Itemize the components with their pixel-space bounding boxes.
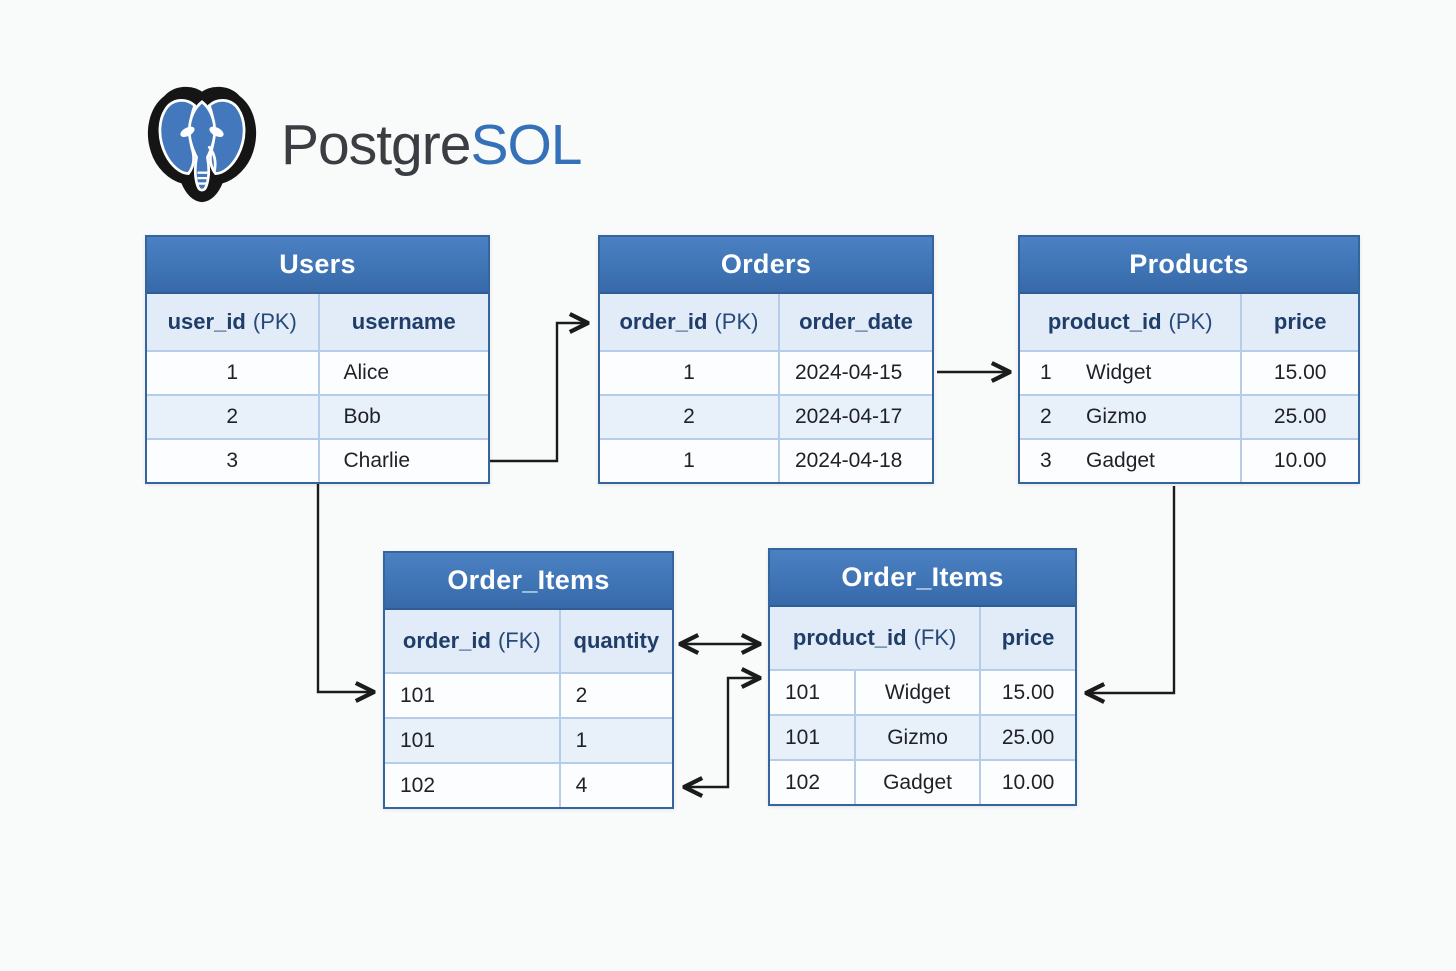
table-row: 2 2024-04-17 [600,394,932,438]
column-header-quantity: quantity [558,610,672,672]
table-cell: 10.00 [1240,440,1358,482]
connector-order-items-row-link [686,678,758,787]
postgresql-elephant-logo-icon [147,86,257,203]
table-cell: 2024-04-18 [777,440,932,482]
table-cell: 1 [683,361,695,384]
table-row: 1 2024-04-18 [600,438,932,482]
table-cell: 15.00 [1240,352,1358,394]
column-header-order-id-fk: order_id(FK) [402,628,541,653]
column-header-row: product_id(FK) price [770,607,1075,669]
table-cell: 25.00 [979,716,1075,759]
table-order-items-left: Order_Items order_id(FK) quantity 101 2 … [383,551,674,809]
table-cell: 25.00 [1240,396,1358,438]
table-cell: 101 [785,725,821,749]
table-orders: Orders order_id(PK) order_date 1 2024-04… [598,235,934,484]
logo-text-accent: SOL [470,113,582,177]
table-row: 1 2024-04-15 [600,350,932,394]
table-row: 101 Widget 15.00 [770,669,1075,714]
connector-products-to-order-items [1088,486,1176,693]
connector-users-to-order-items [316,484,372,692]
table-cell: 101 [400,683,436,707]
table-title: Products [1020,237,1358,294]
column-header-price: price [1240,294,1358,350]
table-cell: 1 [226,361,239,384]
column-header-row: order_id(PK) order_date [600,294,932,350]
column-header-user-id: user_id(PK) [167,309,297,334]
column-header-product-id-fk: product_id(FK) [792,625,957,650]
column-header-order-date: order_date [777,294,932,350]
table-title: Users [147,237,488,294]
table-row: 2 Bob [147,394,488,438]
table-cell: 101 [400,728,436,752]
table-row: 101 2 [385,672,672,717]
table-cell: Alice [317,352,489,394]
table-cell: Widget [853,671,979,714]
table-cell: 2 [683,405,695,428]
postgresql-logo: PostgreSOL [143,83,583,207]
table-cell: 2 [226,405,239,428]
logo-text-primary: Postgre [281,113,471,177]
table-cell: 1 [558,719,672,762]
table-cell: 102 [785,770,821,794]
table-cell: 101 [785,680,821,704]
table-row: 102 4 [385,762,672,807]
logo-wordmark: PostgreSOL [281,112,583,178]
table-title: Orders [600,237,932,294]
table-title: Order_Items [385,553,672,610]
column-header-row: user_id(PK) username [147,294,488,350]
column-header-username: username [317,294,489,350]
table-cell: Gadget [853,761,979,804]
connector-users-to-orders [490,323,586,463]
table-users: Users user_id(PK) username 1 Alice 2 Bob… [145,235,490,484]
table-cell: Gizmo [853,716,979,759]
table-title: Order_Items [770,550,1075,607]
table-cell: Bob [317,396,489,438]
column-header-order-id: order_id(PK) [619,309,759,334]
table-cell: 4 [558,764,672,807]
table-cell: 15.00 [979,671,1075,714]
table-row: 101 Gizmo 25.00 [770,714,1075,759]
column-header-price: price [979,607,1075,669]
column-header-row: product_id(PK) price [1020,294,1358,350]
table-cell: 2 [558,674,672,717]
table-order-items-right: Order_Items product_id(FK) price 101 Wid… [768,548,1077,806]
column-header-row: order_id(FK) quantity [385,610,672,672]
table-cell: 10.00 [979,761,1075,804]
table-cell: 102 [400,773,436,797]
table-row: 102 Gadget 10.00 [770,759,1075,804]
table-row: 3 Charlie [147,438,488,482]
table-row: 101 1 [385,717,672,762]
table-cell: Charlie [317,440,489,482]
table-cell: 3 [226,449,239,472]
table-row: 1 Alice [147,350,488,394]
table-cell: 1 [683,449,695,472]
table-cell: 2024-04-15 [777,352,932,394]
table-cell: 2024-04-17 [777,396,932,438]
column-header-product-id: product_id(PK) [1047,309,1213,334]
